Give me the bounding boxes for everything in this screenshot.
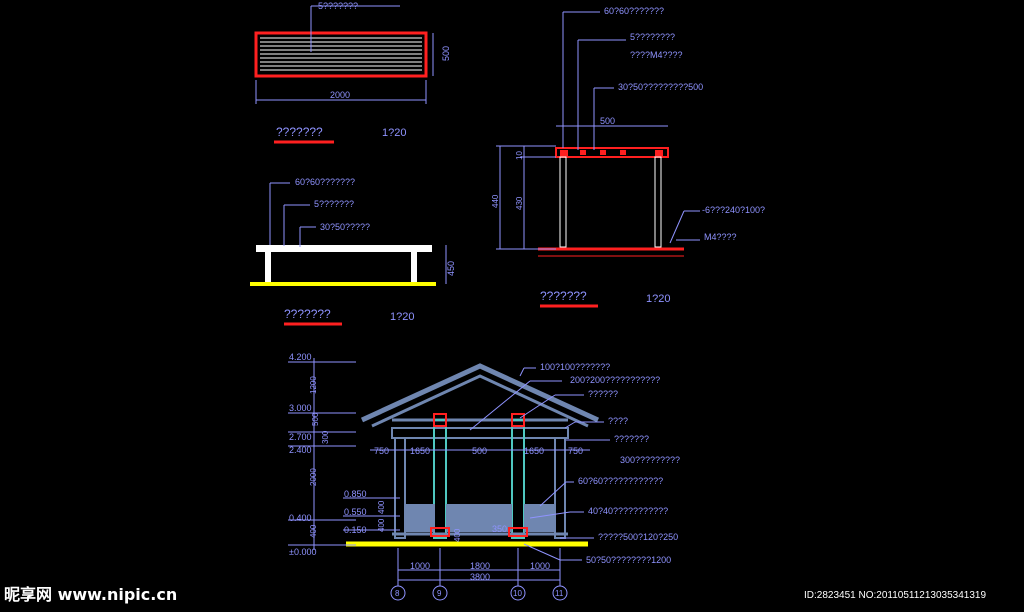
watermark-id: ID:2823451 NO:20110511213035341319 xyxy=(804,590,986,601)
elev-level-4200: 4.200 xyxy=(289,352,312,362)
elev-hdim-500: 500 xyxy=(472,446,487,456)
elev-inner-0850: 0.850 xyxy=(344,489,367,499)
elev-hdim-750-left: 750 xyxy=(374,446,389,456)
side-dim-height: 450 xyxy=(446,261,456,276)
watermark-site: 昵享网 www.nipic.cn xyxy=(4,585,177,604)
plan-scale: 1?20 xyxy=(382,127,406,139)
side-scale: 1?20 xyxy=(390,311,414,323)
section-dim-440: 440 xyxy=(491,194,500,208)
section-title: ??????? xyxy=(540,289,587,303)
elev-hdim-1650-left: 1650 xyxy=(410,446,430,456)
elev-note-9: ?????500?120?250 xyxy=(598,532,678,542)
elev-vdim-500: 500 xyxy=(311,412,320,426)
elev-level-3000: 3.000 xyxy=(289,403,312,413)
elev-note-4: ???? xyxy=(608,416,628,426)
section-note-6: M4???? xyxy=(704,232,737,242)
elev-hdim-750-right: 750 xyxy=(568,446,583,456)
elev-inner-0150: 0.150 xyxy=(344,525,367,535)
elev-note-3: ?????? xyxy=(588,389,618,399)
elev-note-8: 40?40??????????? xyxy=(588,506,668,516)
elev-total-3800: 3800 xyxy=(470,572,490,582)
front-elevation: 4.200 3.000 2.700 2.400 0.400 ±0.000 120… xyxy=(288,352,680,601)
section-view: 60?60??????? 5???????? ????M4???? 30?50?… xyxy=(491,6,765,308)
elev-note-6: 300????????? xyxy=(620,455,680,465)
elev-inner-vdim-1: 400 xyxy=(377,500,386,514)
elev-bot-dim-1000-right: 1000 xyxy=(530,561,550,571)
elev-inner-vdim-2: 400 xyxy=(377,518,386,532)
section-dim-top: 500 xyxy=(600,116,615,126)
elev-vdim-300: 300 xyxy=(321,430,330,444)
section-note-1: 60?60??????? xyxy=(604,6,664,16)
elev-vdim-1200: 1200 xyxy=(309,376,318,394)
elev-level-0000: ±0.000 xyxy=(289,547,316,557)
elev-hdim-1650-right: 1650 xyxy=(524,446,544,456)
section-note-4: 30?50?????????500 xyxy=(618,82,703,92)
section-dim-430: 430 xyxy=(515,196,524,210)
plan-view: 5??????? 500 2000 ??????? 1?20 xyxy=(254,1,451,144)
elev-level-2700: 2.700 xyxy=(289,432,312,442)
plan-title: ??????? xyxy=(276,125,323,139)
grid-bubble-10: 10 xyxy=(513,589,522,598)
plan-dim-height: 500 xyxy=(441,46,451,61)
side-note-2: 5??????? xyxy=(314,199,354,209)
elev-note-5: ??????? xyxy=(614,434,649,444)
elev-note-10: 50?50????????1200 xyxy=(586,555,671,565)
side-title: ??????? xyxy=(284,307,331,321)
elev-note-7: 60?60???????????? xyxy=(578,476,663,486)
elev-inner-0550: 0.550 xyxy=(344,507,367,517)
elev-note-1: 100?100??????? xyxy=(540,362,610,372)
side-note-3: 30?50????? xyxy=(320,222,370,232)
section-dim-10: 10 xyxy=(515,151,524,160)
grid-bubble-11: 11 xyxy=(555,589,564,598)
elev-mark-400: 400 xyxy=(453,528,462,542)
side-note-1: 60?60??????? xyxy=(295,177,355,187)
elev-level-2400: 2.400 xyxy=(289,445,312,455)
elev-note-2: 200?200??????????? xyxy=(570,375,660,385)
plan-dim-width: 2000 xyxy=(330,90,350,100)
elev-level-0400: 0.400 xyxy=(289,513,312,523)
elev-mark-350: 350 xyxy=(492,524,507,534)
elev-bot-dim-1800: 1800 xyxy=(470,561,490,571)
grid-bubble-8: 8 xyxy=(395,589,400,598)
plan-top-note: 5??????? xyxy=(318,1,358,11)
elev-bot-dim-1000-left: 1000 xyxy=(410,561,430,571)
side-elevation: 60?60??????? 5??????? 30?50????? 450 ???… xyxy=(250,177,456,326)
grid-bubble-9: 9 xyxy=(437,589,442,598)
section-note-3: ????M4???? xyxy=(630,50,683,60)
elev-vdim-400: 400 xyxy=(309,524,318,538)
section-note-2: 5???????? xyxy=(630,32,675,42)
section-note-5: -6???240?100? xyxy=(702,205,765,215)
section-scale: 1?20 xyxy=(646,293,670,305)
elev-vdim-2000: 2000 xyxy=(309,468,318,486)
